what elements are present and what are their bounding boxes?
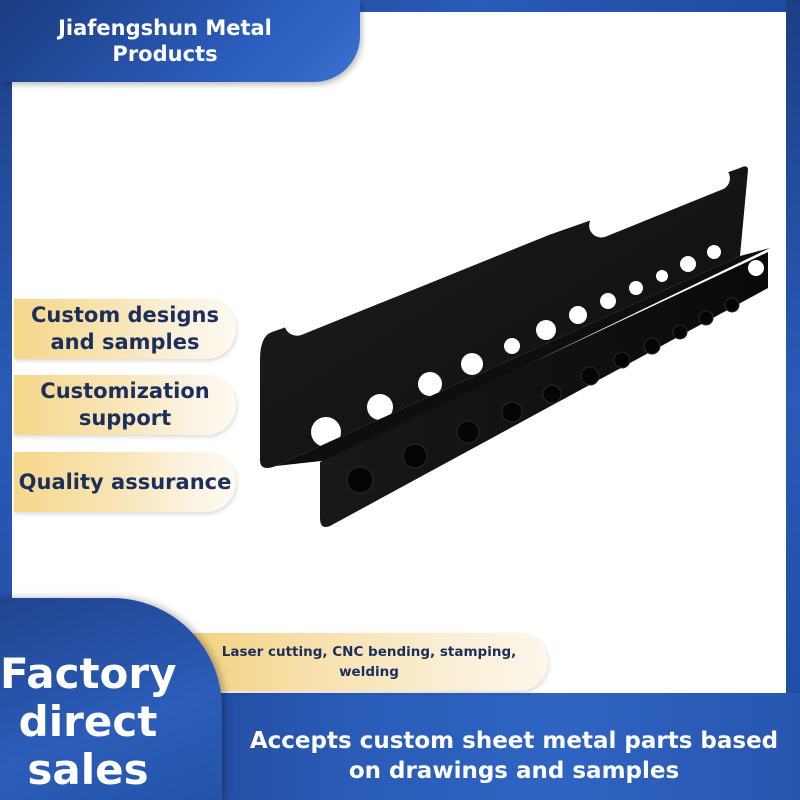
bottom-ledge [276,248,770,466]
end-hole [748,260,764,276]
banner-text: Accepts custom sheet metal parts based o… [249,728,779,784]
feature-quality-assurance: Quality assurance [14,452,236,512]
slot-right [589,166,730,238]
back-holes [311,245,721,447]
frame-right [786,0,800,800]
brand-tab: Jiafengshun Metal Products [0,0,360,82]
process-capabilities: Laser cutting, CNC bending, stamping, we… [170,633,548,691]
brand-name: Jiafengshun Metal Products [58,16,272,66]
front-holes [346,297,740,494]
factory-panel [0,598,222,800]
product-image-sheet-metal-bracket [260,166,770,527]
slot-left [284,210,555,336]
back-plate [260,166,748,468]
feature-customization-support: Customization support [14,375,236,435]
feature-custom-designs: Custom designs and samples [14,299,236,359]
factory-direct-sales: Factory direct sales [0,649,177,794]
